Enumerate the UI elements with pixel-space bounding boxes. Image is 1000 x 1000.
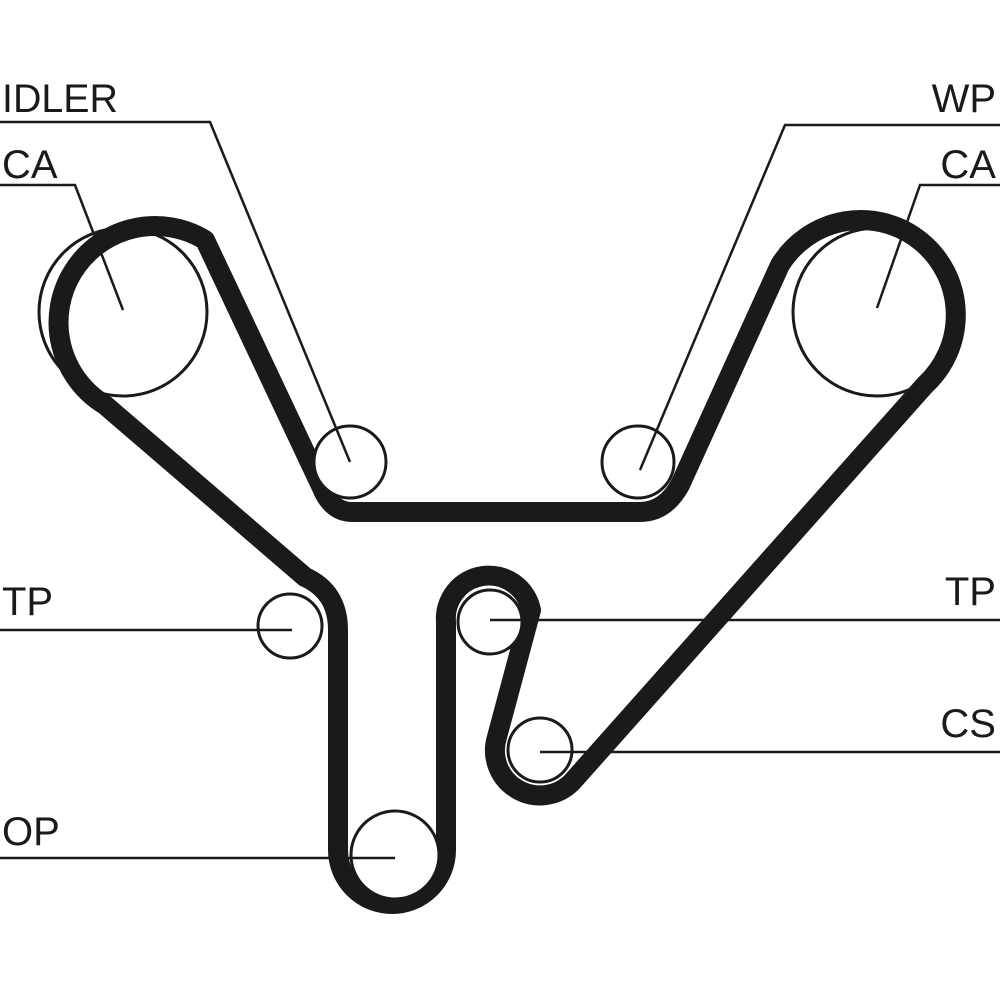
camshaft-pulley-left — [37, 226, 209, 398]
label-tp-right: TP — [945, 570, 996, 614]
oil-pump-pulley — [349, 809, 441, 901]
label-wp: WP — [932, 77, 996, 121]
label-op: OP — [2, 810, 60, 854]
water-pump-pulley — [600, 424, 676, 500]
tensioner-pulley-left — [256, 592, 324, 660]
label-ca-left: CA — [2, 143, 58, 187]
label-ca-right: CA — [940, 143, 996, 187]
leader-line-ca-right — [875, 183, 1000, 309]
label-tp-left: TP — [2, 580, 53, 624]
camshaft-pulley-right — [791, 226, 963, 398]
label-idler: IDLER — [2, 77, 118, 121]
label-cs: CS — [940, 702, 996, 746]
timing-belt — [48, 210, 966, 914]
leader-line-wp — [638, 123, 1000, 471]
leader-line-ca-left — [0, 183, 125, 311]
tensioner-pulley-right — [456, 588, 524, 656]
crankshaft-sprocket-cs — [506, 716, 574, 784]
leader-line-idler — [0, 120, 352, 463]
